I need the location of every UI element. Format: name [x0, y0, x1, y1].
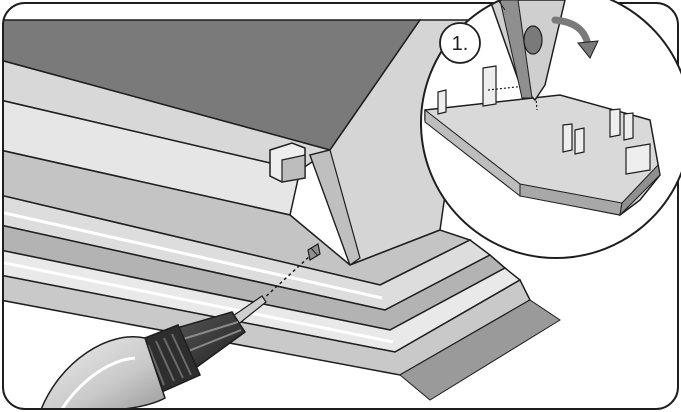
power-drill: [38, 311, 247, 409]
screw: [307, 243, 321, 261]
rail-highlights: [3, 210, 394, 344]
rail-shadow: [399, 299, 561, 401]
pliers: [488, 0, 566, 102]
screw-guide-line: [261, 255, 311, 301]
rotate-arrow-icon: [551, 16, 599, 59]
corner-cleat: [269, 142, 306, 183]
step-callout: 1.: [439, 22, 481, 64]
step-number-badge: [439, 22, 481, 64]
step-number-label: 1.: [452, 33, 469, 55]
cleat-tabs: [437, 65, 651, 175]
